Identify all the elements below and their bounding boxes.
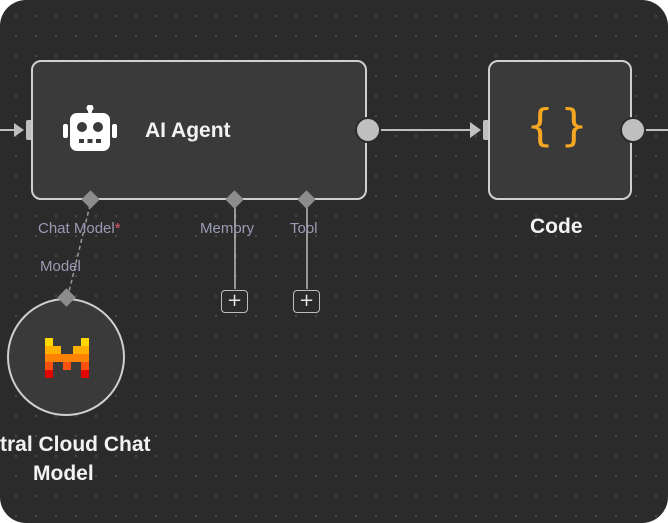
code-output-handle[interactable]	[620, 117, 646, 143]
code-node[interactable]: {}	[488, 60, 632, 200]
model-connector-label: Model	[40, 258, 81, 275]
chat-model-node[interactable]	[7, 298, 125, 416]
curly-braces-icon: {}	[526, 100, 594, 151]
mistral-logo-icon	[45, 338, 89, 378]
code-title: Code	[530, 215, 583, 238]
chat-model-connector-label: Chat Model*	[38, 220, 121, 237]
required-asterisk: *	[114, 220, 121, 237]
add-tool-button[interactable]: +	[293, 290, 320, 313]
input-arrow-icon	[14, 123, 24, 137]
chat-model-title-line2: Model	[33, 462, 94, 485]
agent-to-code-arrow-icon	[470, 122, 481, 138]
ai-agent-node[interactable]: AI Agent	[31, 60, 367, 200]
tool-connector-label: Tool	[290, 220, 318, 237]
chat-model-title-line1: tral Cloud Chat	[0, 433, 151, 456]
agent-output-handle[interactable]	[355, 117, 381, 143]
add-memory-button[interactable]: +	[221, 290, 248, 313]
ai-agent-title: AI Agent	[145, 119, 231, 142]
robot-icon	[63, 105, 117, 151]
chat-model-label-text: Chat Model	[38, 220, 115, 237]
model-connection-line	[67, 204, 91, 297]
memory-connector-label: Memory	[200, 220, 255, 237]
